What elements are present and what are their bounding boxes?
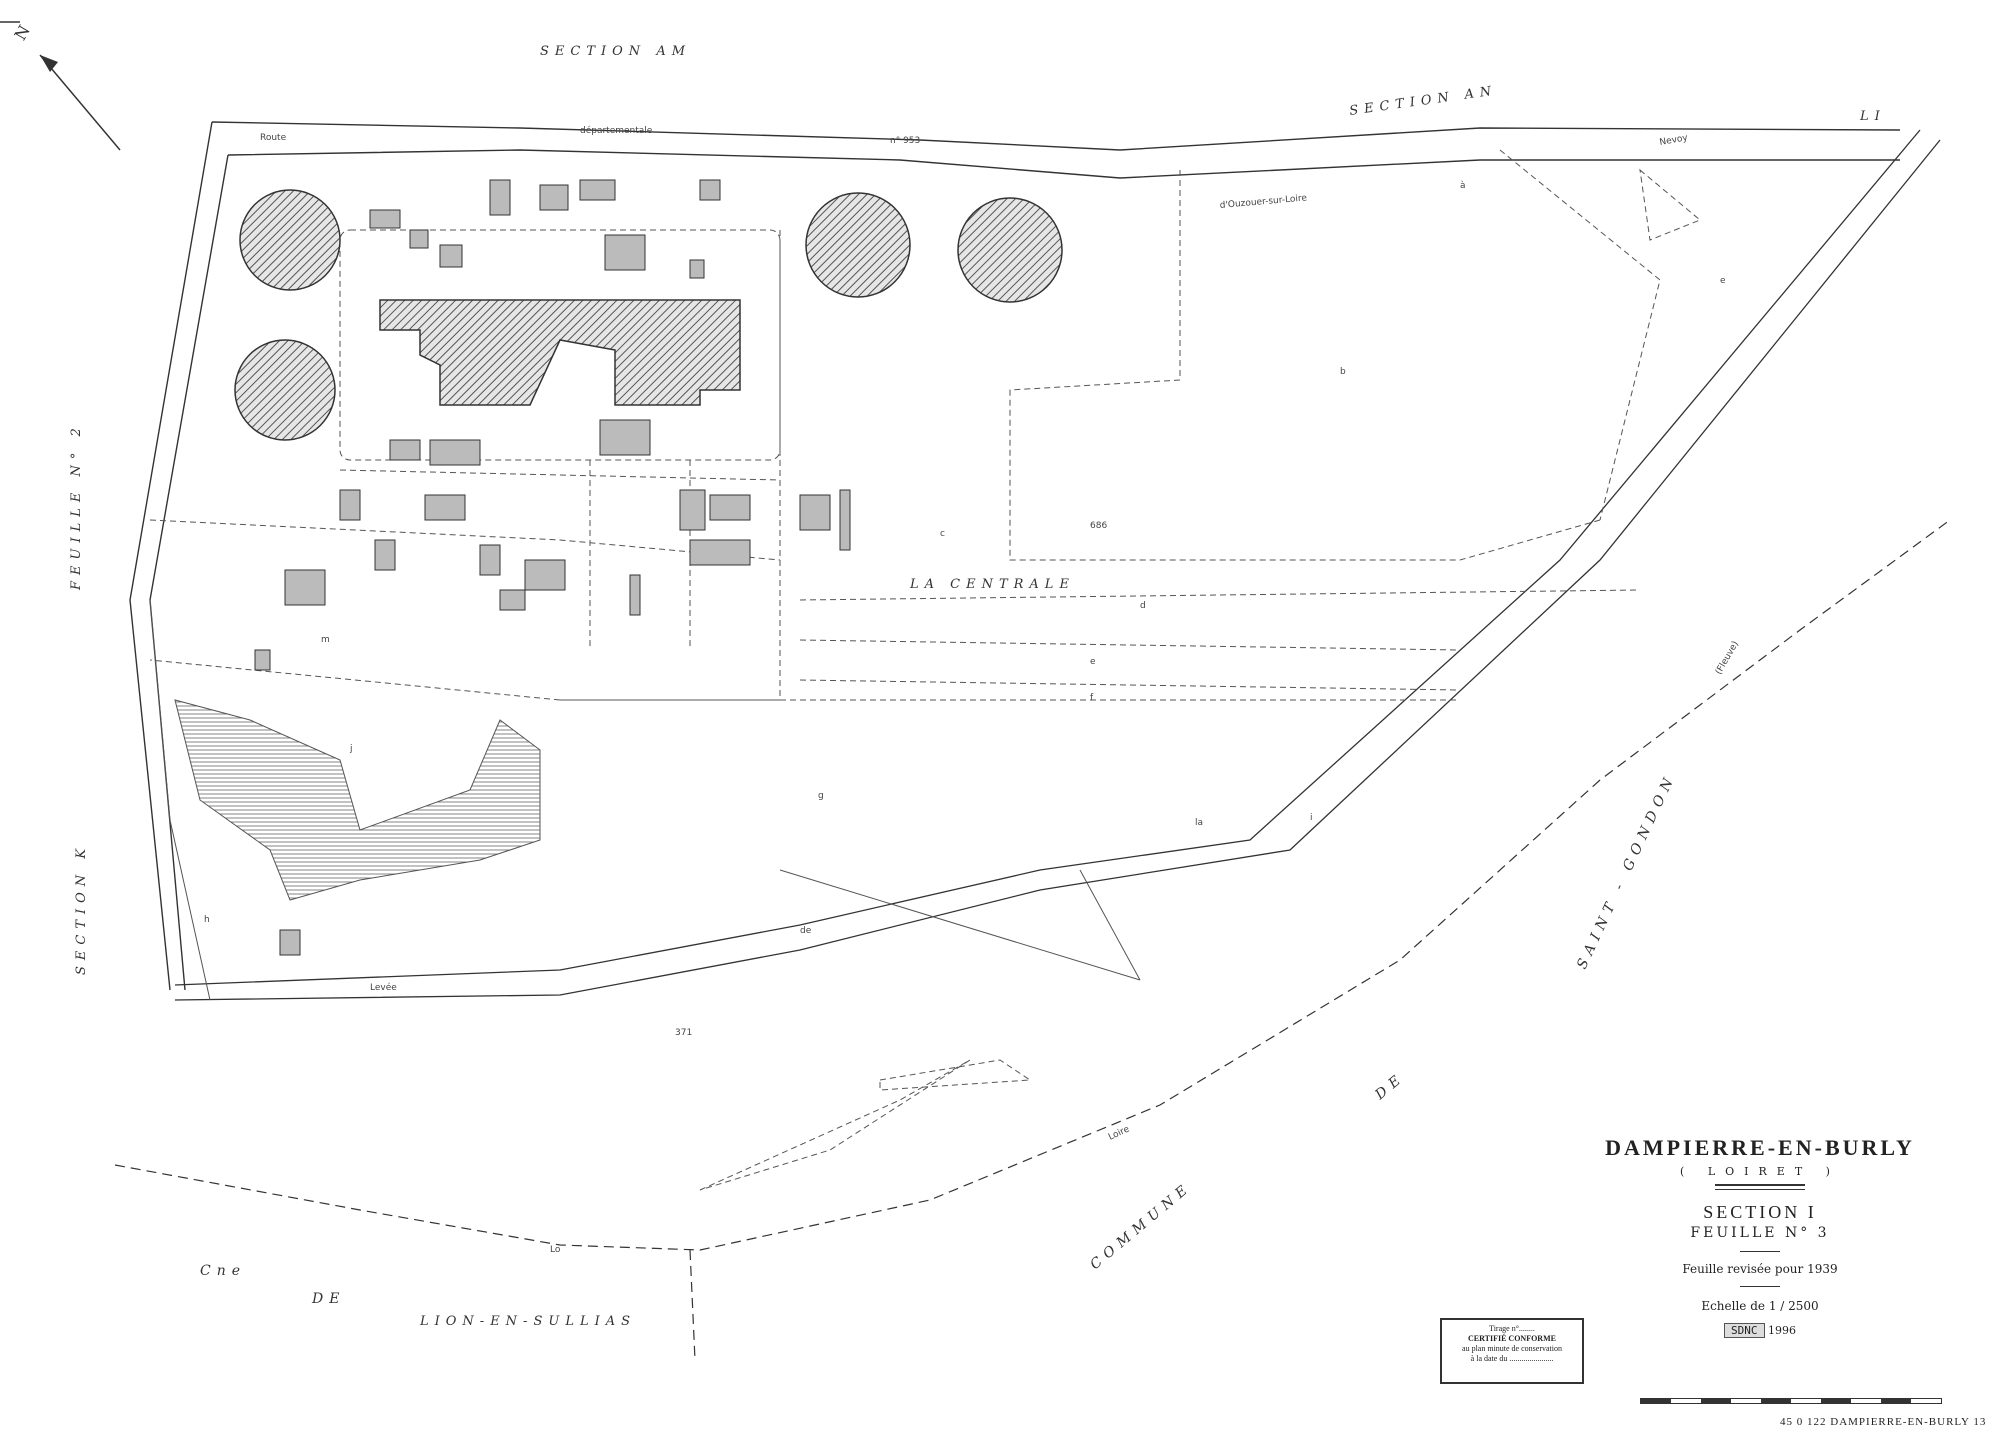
certificate-box: Tirage n°........ CERTIFIÉ CONFORME au p… — [1440, 1318, 1584, 1384]
title-cartouche: DAMPIERRE-EN-BURLY ( LOIRET ) SECTION I … — [1580, 1135, 1940, 1338]
commune-title: DAMPIERRE-EN-BURLY — [1605, 1135, 1915, 1160]
label-parcel-j: j — [349, 744, 353, 754]
label-section-am: SECTION AM — [540, 44, 691, 59]
label-levee: Levée — [370, 982, 397, 993]
revision-note: Feuille revisée pour 1939 — [1682, 1262, 1838, 1276]
label-route-3: n° 953 — [890, 136, 920, 146]
label-parcel-d: d — [1140, 601, 1146, 611]
label-la: la — [1195, 818, 1203, 828]
feuille-title: FEUILLE N° 3 — [1690, 1225, 1830, 1241]
label-parcel-c: c — [940, 529, 945, 539]
tank-3 — [805, 192, 911, 298]
levee-road — [174, 129, 1941, 1001]
label-parcel-m: m — [321, 635, 330, 645]
label-parcel-e: e — [1090, 657, 1096, 667]
stamp: SDNC 1996 — [1580, 1323, 1940, 1338]
label-parcel-686: 686 — [1090, 521, 1107, 531]
department: ( LOIRET ) — [1680, 1165, 1840, 1178]
graphic-scale-bar — [1640, 1398, 1942, 1404]
label-loire: Loire — [1107, 1124, 1131, 1143]
label-la-centrale: LA CENTRALE — [909, 577, 1075, 592]
label-loire-fleuve: (Fleuve) — [1714, 640, 1741, 677]
label-commune: COMMUNE — [1087, 1179, 1195, 1273]
label-route-1: Route — [260, 133, 287, 143]
cert-certifie: CERTIFIÉ CONFORME — [1468, 1334, 1556, 1343]
label-parcel-371: 371 — [675, 1028, 692, 1038]
label-lion-en-sullias: LION-EN-SULLIAS — [419, 1314, 636, 1329]
stamp-badge: SDNC — [1724, 1323, 1765, 1338]
short-rule-1 — [1740, 1251, 1780, 1252]
small-buildings — [254, 179, 851, 956]
label-parcel-g: g — [818, 791, 824, 801]
section-title: SECTION I — [1703, 1202, 1817, 1222]
scale-text: Echelle de 1 / 2500 — [1701, 1299, 1819, 1313]
label-lo: Lo — [550, 1245, 561, 1255]
label-section-an: SECTION AN — [1348, 83, 1498, 119]
label-route-2: départementale — [580, 125, 653, 136]
label-de-levee: de — [800, 926, 812, 936]
label-parcel-e2: e — [1720, 276, 1726, 286]
label-parcel-i: i — [1310, 813, 1313, 823]
label-route-5: à — [1460, 181, 1466, 191]
footer-reference: 45 0 122 DAMPIERRE-EN-BURLY 13 — [1780, 1416, 1987, 1428]
tank-2 — [234, 339, 336, 441]
cert-line3: à la date du ...................... — [1470, 1354, 1554, 1363]
compass-letter: N — [10, 22, 33, 44]
label-cne: Cne — [200, 1263, 246, 1279]
commune-boundary-loire — [114, 519, 1951, 1361]
main-building — [379, 299, 741, 406]
label-parcel-h: h — [204, 915, 210, 925]
label-de-saint: DE — [1372, 1069, 1409, 1103]
short-rule-2 — [1740, 1286, 1780, 1287]
label-route-6: Nevoy — [1659, 133, 1689, 148]
cert-line2: au plan minute de conservation — [1462, 1344, 1562, 1353]
label-parcel-f: f — [1090, 693, 1094, 703]
label-li: LI — [1859, 109, 1886, 124]
tank-1 — [239, 189, 341, 291]
title-rule — [1715, 1184, 1805, 1190]
cert-tirage: Tirage n°........ — [1489, 1324, 1535, 1333]
label-saint-gondon: SAINT - GONDON — [1574, 771, 1679, 972]
circular-tanks — [234, 189, 1063, 441]
compass-north-arrow: N — [0, 21, 121, 151]
label-parcel-b: b — [1340, 367, 1346, 377]
stamp-year: 1996 — [1768, 1324, 1796, 1337]
label-route-4: d'Ouzouer-sur-Loire — [1219, 193, 1307, 211]
label-section-k: SECTION K — [74, 843, 89, 975]
label-feuille-no2: FEUILLE N° 2 — [69, 422, 84, 591]
tank-4 — [957, 197, 1063, 303]
label-de-lion: DE — [311, 1291, 345, 1307]
excavation-basin — [174, 699, 541, 901]
site-boundary — [149, 599, 1141, 1001]
